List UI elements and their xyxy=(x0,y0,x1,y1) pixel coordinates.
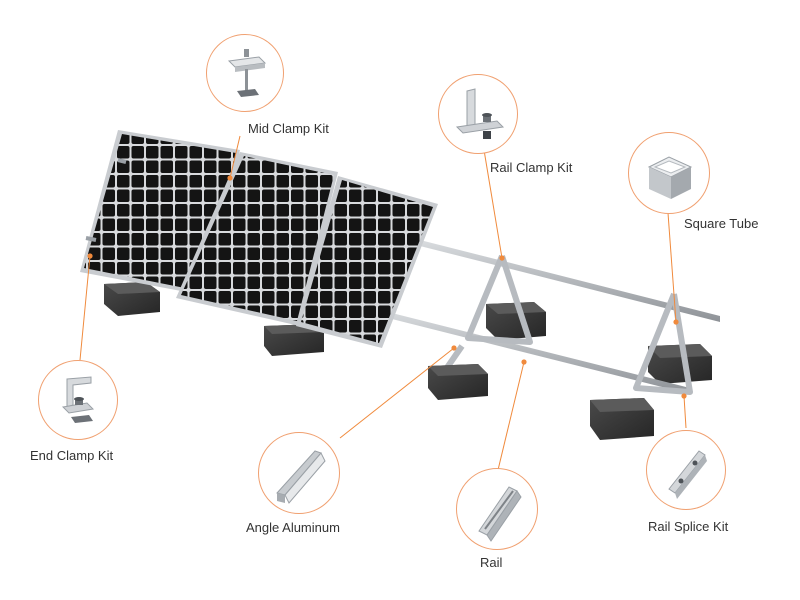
ballast-block-front-3 xyxy=(590,398,654,440)
ballast-block-back-left xyxy=(104,282,160,316)
end-clamp-icon xyxy=(61,376,95,423)
square-tube-icon xyxy=(647,156,693,199)
angle-aluminum-label: Angle Aluminum xyxy=(246,520,340,535)
rail-splice-kit-callout xyxy=(646,430,726,510)
square-tube-callout xyxy=(628,132,710,214)
leader-lines xyxy=(79,135,687,471)
rail-clamp-icon xyxy=(455,88,505,139)
rail-stub-left xyxy=(117,158,127,164)
rail-stub-left-2 xyxy=(85,236,97,242)
rail-clamp-kit-callout xyxy=(438,74,518,154)
end-clamp-kit-label: End Clamp Kit xyxy=(30,448,114,463)
triangle-frame-2 xyxy=(633,292,693,395)
rail-splice-icon xyxy=(668,450,707,499)
rail-label: Rail xyxy=(480,555,503,570)
square-tube-back xyxy=(420,240,720,322)
square-tube-label: Square Tube xyxy=(684,216,759,231)
solar-panel-3 xyxy=(296,176,438,348)
ballast-block-front-2 xyxy=(428,364,488,400)
mid-clamp-kit-callout xyxy=(206,34,284,112)
rail-icon xyxy=(478,486,522,542)
end-clamp-kit-callout xyxy=(38,360,118,440)
ballast-block-back-right-2 xyxy=(648,344,712,384)
mid-clamp-icon xyxy=(227,49,267,97)
rail-splice-kit-label: Rail Splice Kit xyxy=(648,519,729,534)
solar-panel-2 xyxy=(176,152,338,326)
angle-aluminum-callout xyxy=(258,432,340,514)
square-tube-front xyxy=(380,310,690,394)
angle-aluminum-icon xyxy=(276,450,326,504)
rail-clamp-kit-label: Rail Clamp Kit xyxy=(490,160,573,175)
rail-callout xyxy=(456,468,538,550)
attachment-dots xyxy=(87,175,687,399)
mid-clamp-kit-label: Mid Clamp Kit xyxy=(248,121,329,136)
triangle-frame-1 xyxy=(465,254,533,345)
